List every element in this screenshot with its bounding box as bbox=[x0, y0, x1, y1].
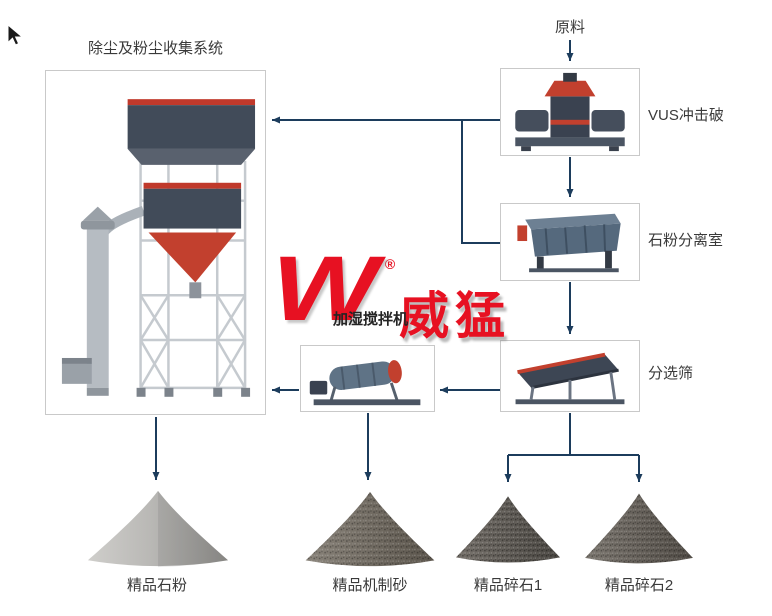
dust-system-panel bbox=[45, 70, 266, 415]
dust-collector-illustration bbox=[61, 99, 256, 397]
mouse-cursor-icon bbox=[6, 23, 24, 53]
vus-crusher-panel bbox=[500, 68, 640, 156]
output-machine-sand-label: 精品机制砂 bbox=[332, 577, 408, 594]
sorting-screen-label: 分选筛 bbox=[648, 365, 694, 382]
powder-separator-panel bbox=[500, 203, 640, 281]
pile-machine-sand-illustration bbox=[302, 487, 438, 570]
flow-arrow-lines bbox=[152, 40, 643, 482]
pile-stone-powder-illustration bbox=[84, 486, 232, 570]
powder-separator-illustration bbox=[517, 213, 621, 273]
sorting-screen-panel bbox=[500, 340, 640, 412]
humidifying-mixer-panel bbox=[300, 345, 435, 412]
dust-system-label: 除尘及粉尘收集系统 bbox=[87, 40, 223, 57]
humidifying-mixer-illustration bbox=[309, 360, 421, 406]
vus-crusher-label: VUS冲击破 bbox=[648, 107, 724, 124]
raw-material-label: 原料 bbox=[554, 19, 585, 36]
output-crushed-stone-2-label: 精品碎石2 bbox=[604, 577, 674, 594]
output-stone-powder-label: 精品石粉 bbox=[126, 577, 187, 594]
pile-crushed-stone-2-illustration bbox=[582, 489, 696, 567]
humidifying-mixer-label: 加湿搅拌机 bbox=[333, 311, 409, 328]
powder-separator-label: 石粉分离室 bbox=[648, 232, 724, 249]
vus-crusher-illustration bbox=[515, 72, 625, 152]
pile-crushed-stone-1-illustration bbox=[453, 492, 563, 566]
output-crushed-stone-1-label: 精品碎石1 bbox=[473, 577, 543, 594]
sorting-screen-illustration bbox=[515, 352, 625, 405]
